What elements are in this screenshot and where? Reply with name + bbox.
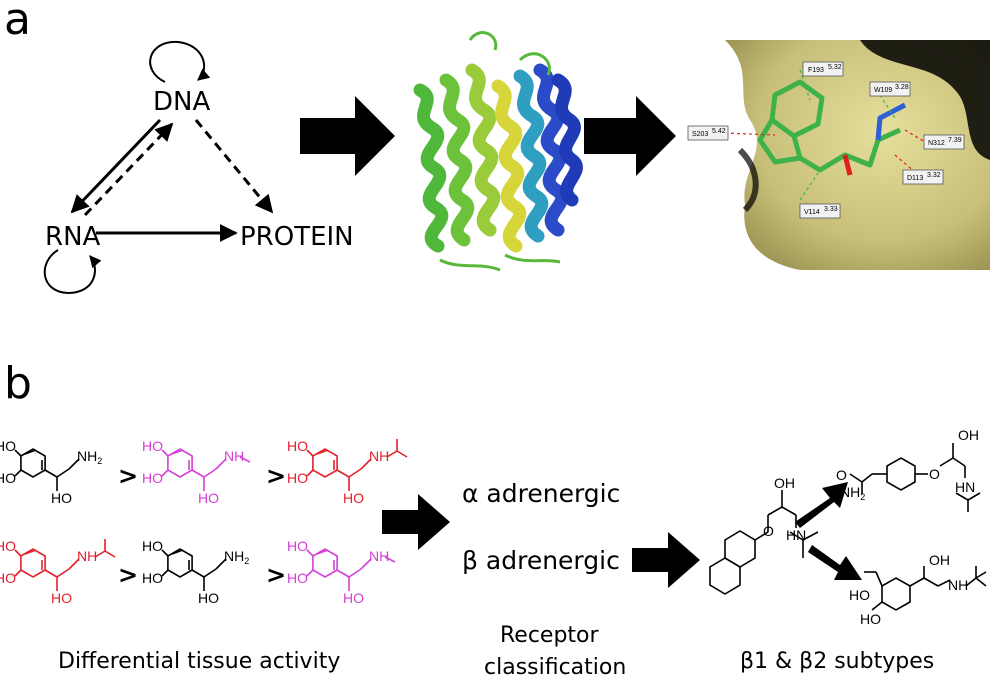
amine-label: NH [369,448,389,464]
catecholamine-structure [14,448,80,491]
svg-text:V114: V114 [804,209,820,216]
beta-adrenergic-label: β adrenergic [462,546,620,575]
rna-replication-loop [43,249,102,295]
catecholamine-structure [161,548,227,591]
greater-than-sign: > [266,561,286,589]
central-dogma-diagram: DNA RNA PROTEIN [43,40,354,295]
residue-f193: F193 5.32 [802,61,844,77]
phenol-label: HO [860,611,881,627]
catecholamine-structure [14,539,116,591]
protein-label: PROTEIN [240,222,354,252]
hydroxyl-label: HO [198,490,219,506]
residue-v114: V114 3.33 [799,203,841,219]
hydroxyl-label: HO [198,590,219,606]
hydroxyl-label: HO [343,590,364,606]
transcription-arrow [70,118,162,214]
amine-label: NH [369,548,389,564]
svg-text:D113: D113 [907,175,923,182]
amide-nh2-label: NH2 [840,484,865,502]
amine-label: NH [77,548,97,564]
amine-label: HN [786,527,806,543]
tissue-activity-caption: Differential tissue activity [58,649,340,674]
oxygen-label: O [929,466,940,482]
rna-label: RNA [45,222,101,252]
svg-text:7.39: 7.39 [948,137,962,144]
subtypes-caption: β1 & β2 subtypes [740,649,934,674]
svg-text:W109: W109 [874,87,892,94]
svg-text:5.32: 5.32 [828,64,842,71]
oxygen-label: O [763,523,774,539]
hydroxyl-label: HO [142,570,163,586]
dna-label: DNA [153,87,210,117]
arrow-to-antagonist [632,532,700,588]
hydroxyl-label: HO [287,570,308,586]
svg-text:N312: N312 [928,140,945,147]
arrow-to-beta1 [795,482,848,528]
greater-than-sign: > [118,561,138,589]
propranolol-structure [709,490,819,595]
amine-label: NH2 [224,548,249,566]
receptor-caption-line1: Receptor [500,623,600,648]
hydroxyl-label: HO [0,538,16,554]
hydroxyl-label: HO [0,438,16,454]
svg-text:S203: S203 [692,131,708,138]
amine-label: NH [224,448,244,464]
alpha-adrenergic-label: α adrenergic [462,479,620,508]
arrow-to-beta2 [808,545,862,580]
hydroxyl-label: OH [774,475,795,491]
hydroxyl-label: HO [343,490,364,506]
svg-text:3.33: 3.33 [824,206,838,213]
hydroxyl-label: HO [51,490,72,506]
dna-replication-loop [149,40,211,83]
amine-label: NH2 [77,448,102,466]
panel-label-a: a [4,0,31,45]
hydroxyl-label: HO [287,538,308,554]
hydroxyl-label: HO [0,470,16,486]
hydroxyl-label: HO [142,470,163,486]
hydroxymethyl-label: HO [849,587,870,603]
big-arrow-1 [300,96,395,176]
oxygen-label: O [836,467,847,483]
residue-s203: S203 5.42 [687,125,729,141]
hydroxyl-label: HO [287,438,308,454]
arrow-to-receptor [382,494,450,550]
protein-structure-image [413,31,583,272]
svg-text:5.42: 5.42 [712,128,726,135]
hydroxyl-label: OH [929,552,950,568]
hydroxyl-label: OH [958,427,979,443]
catecholamine-structure [161,448,251,491]
hydroxyl-label: HO [51,590,72,606]
catecholamine-structure [306,439,408,491]
svg-text:F193: F193 [808,67,824,74]
greater-than-sign: > [266,462,286,490]
receptor-caption-line2: classification [484,655,626,680]
svg-text:3.28: 3.28 [895,84,909,91]
direct-translation-arrow [194,119,274,214]
greater-than-sign: > [118,462,138,490]
reverse-transcription-arrow [83,122,174,217]
panel-label-b: b [4,358,32,409]
residue-d113: D113 3.32 [902,169,944,185]
big-arrow-2 [584,96,676,176]
catecholamine-structure [306,548,396,591]
amine-label: HN [955,479,975,495]
hydroxyl-label: HO [142,538,163,554]
svg-text:3.32: 3.32 [927,172,941,179]
hydroxyl-label: HO [287,470,308,486]
hydroxyl-label: HO [142,438,163,454]
atenolol-structure [849,443,981,512]
salbutamol-structure [864,566,987,611]
hydroxyl-label: HO [0,570,16,586]
amine-label: NH [948,577,968,593]
